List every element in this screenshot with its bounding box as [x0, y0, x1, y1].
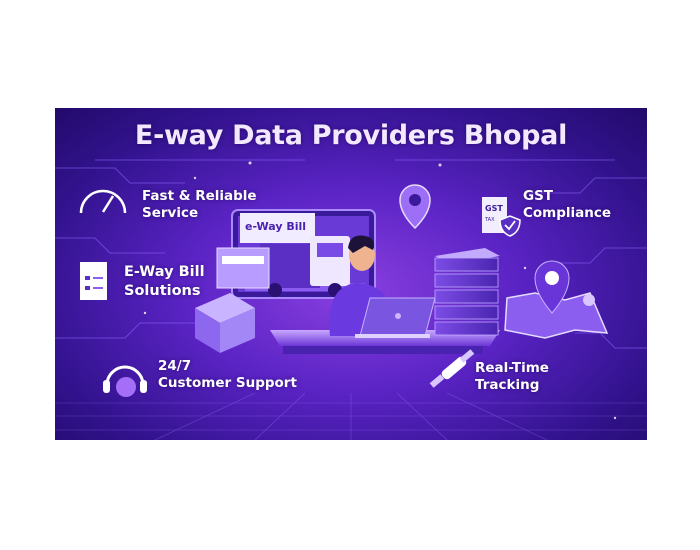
screen-label: e-Way Bill	[245, 220, 307, 233]
feature-line: Compliance	[523, 205, 612, 221]
illustration: GST TAX	[55, 159, 647, 440]
checklist-document-icon	[80, 262, 107, 300]
feature-real-time-tracking: Real-Time Tracking	[475, 360, 549, 394]
feature-line: Fast & Reliable	[142, 188, 257, 204]
page-title: E-way Data Providers Bhopal	[134, 120, 568, 151]
feature-line: GST	[523, 188, 554, 204]
feature-line: Service	[142, 205, 199, 221]
feature-fast-reliable: Fast & Reliable Service	[142, 188, 257, 222]
location-pin-icon	[399, 184, 431, 230]
satellite-icon	[429, 349, 475, 388]
tax-doc-label: TAX	[484, 217, 495, 223]
speedometer-icon	[79, 189, 127, 214]
server-stack-icon	[434, 248, 500, 336]
form-card	[216, 247, 270, 289]
feature-line: Customer Support	[158, 375, 297, 391]
feature-customer-support: 24/7 Customer Support	[158, 358, 297, 392]
feature-gst-compliance: GST Compliance	[523, 188, 611, 222]
truck-icon	[260, 236, 350, 297]
feature-eway-bill: E-Way Bill Solutions	[124, 263, 205, 301]
feature-line: 24/7	[158, 358, 192, 374]
banner: GST TAX E-way Data Providers Bhopal Fast…	[55, 108, 647, 440]
feature-line: E-Way Bill	[124, 264, 205, 280]
headset-icon	[103, 365, 147, 397]
circuit-lines	[55, 159, 647, 349]
grid-floor	[55, 392, 647, 440]
laptop-icon	[355, 297, 436, 338]
map-icon	[504, 260, 609, 339]
gst-shield-document-icon: GST TAX	[482, 197, 521, 237]
feature-line: Real-Time	[475, 360, 549, 376]
box-icon	[195, 293, 255, 353]
feature-line: Solutions	[124, 283, 201, 299]
feature-line: Tracking	[475, 377, 540, 393]
gst-doc-label: GST	[485, 204, 503, 213]
